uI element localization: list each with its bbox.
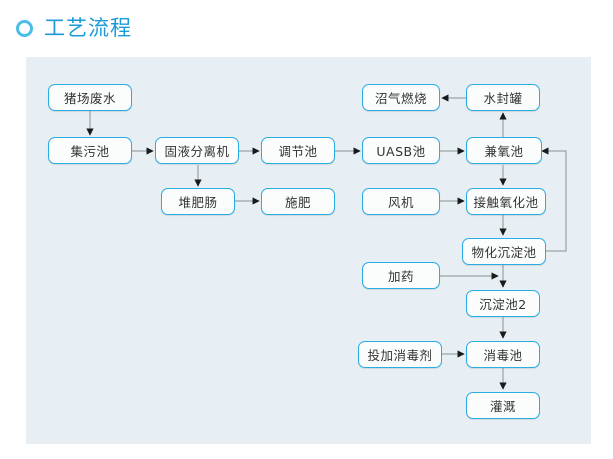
node-pig-farm-wastewater[interactable]: 猪场废水: [48, 84, 132, 111]
page-header: 工艺流程: [0, 0, 613, 57]
node-chemical-dosing[interactable]: 加药: [362, 262, 440, 289]
node-uasb-tank[interactable]: UASB池: [362, 137, 440, 164]
node-water-seal-tank[interactable]: 水封罐: [466, 84, 540, 111]
page-title: 工艺流程: [44, 16, 132, 40]
node-irrigation[interactable]: 灌溉: [466, 392, 540, 419]
node-blower[interactable]: 风机: [362, 188, 440, 215]
node-facultative-tank[interactable]: 兼氧池: [466, 137, 542, 164]
node-fertilization[interactable]: 施肥: [261, 188, 335, 215]
node-regulating-tank[interactable]: 调节池: [261, 137, 335, 164]
node-biogas-burning[interactable]: 沼气燃烧: [362, 84, 440, 111]
node-sedimentation-tank-2[interactable]: 沉淀池2: [466, 290, 540, 317]
node-contact-oxidation-tank[interactable]: 接触氧化池: [466, 188, 546, 215]
node-sewage-collection-tank[interactable]: 集污池: [48, 137, 132, 164]
flow-connectors: [86, 94, 567, 390]
node-add-disinfectant[interactable]: 投加消毒剂: [358, 341, 442, 368]
node-disinfection-tank[interactable]: 消毒池: [466, 341, 540, 368]
process-flow-diagram: 猪场废水 集污池 固液分离机 调节池 UASB池 兼氧池 堆肥肠 施肥 风机 接…: [26, 57, 591, 444]
node-composting-unit[interactable]: 堆肥肠: [161, 188, 235, 215]
node-solid-liquid-separator[interactable]: 固液分离机: [155, 137, 239, 164]
node-physicochemical-sedimentation-tank[interactable]: 物化沉淀池: [462, 238, 546, 265]
ring-icon: [16, 20, 33, 37]
